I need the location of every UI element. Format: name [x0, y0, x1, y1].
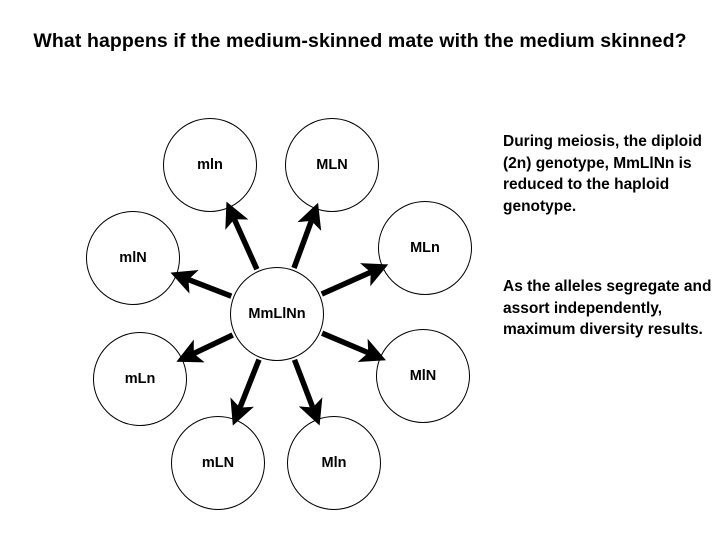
arrow-hub-to-mLn	[176, 332, 234, 363]
arrow-hub-to-mln	[225, 201, 260, 271]
gamete-node-mLN[interactable]: mLN	[171, 416, 265, 510]
gamete-label: mln	[197, 157, 223, 173]
arrow-hub-to-Mln	[291, 358, 323, 426]
gamete-label: mLN	[201, 455, 235, 471]
diploid-genotype-label: MmLlNn	[248, 306, 306, 322]
arrow-hub-to-mlN	[170, 269, 233, 299]
gamete-node-MLn[interactable]: MLn	[378, 201, 472, 295]
gamete-node-mln[interactable]: mln	[163, 118, 257, 212]
gamete-node-mlN[interactable]: mlN	[86, 211, 180, 305]
gamete-label: MLN	[316, 157, 348, 173]
note-independent-assortment: As the alleles segregate and assort inde…	[503, 278, 712, 338]
gamete-node-mLn[interactable]: mLn	[93, 332, 187, 426]
arrow-hub-to-MLN	[291, 202, 322, 269]
gamete-label: mLn	[124, 371, 156, 387]
gamete-label: MLn	[410, 240, 440, 256]
gamete-label: Mln	[321, 455, 347, 471]
gamete-node-MlN[interactable]: MlN	[376, 329, 470, 423]
arrow-hub-to-MlN	[321, 330, 386, 363]
gamete-node-Mln[interactable]: Mln	[287, 416, 381, 510]
diploid-hub-node[interactable]: MmLlNn	[230, 267, 324, 361]
arrow-group	[170, 201, 389, 426]
gamete-node-MLN[interactable]: MLN	[285, 118, 379, 212]
page-title: What happens if the medium-skinned mate …	[33, 30, 687, 52]
note-meiosis-reduction: During meiosis, the diploid (2n) genotyp…	[503, 133, 702, 215]
arrow-hub-to-MLn	[320, 263, 389, 297]
gamete-label: mlN	[119, 250, 147, 266]
arrow-hub-to-mLN	[230, 358, 262, 426]
gamete-label: MlN	[409, 368, 437, 384]
